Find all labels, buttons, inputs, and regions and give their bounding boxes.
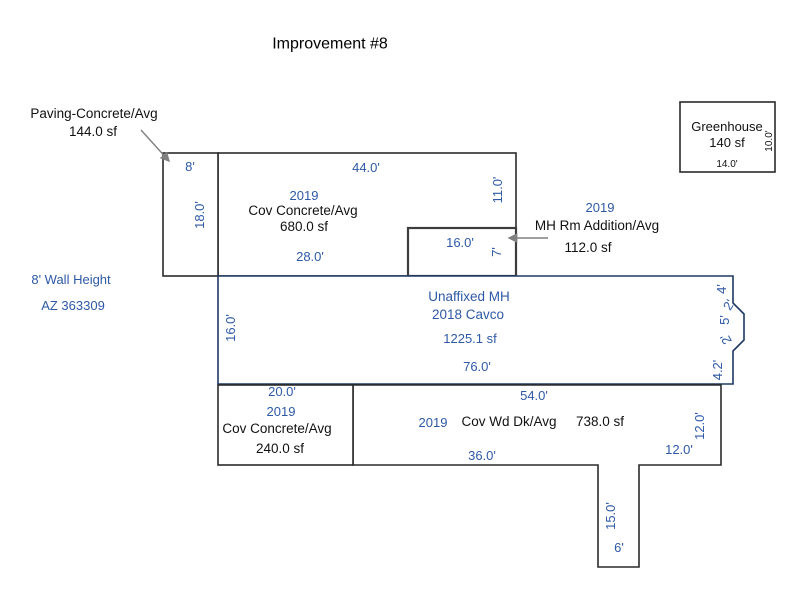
paving-left-dim: 18.0' [192,201,208,229]
mobile-home-area: 1225.1 sf [443,331,497,347]
greenhouse-right-dim: 10.0' [764,130,775,152]
cov-concrete-bottom-year: 2019 [266,404,296,420]
cov-concrete-bottom-outline [217,384,354,466]
mobile-home-right-top-dim: 4' [714,284,730,294]
greenhouse-area: 140 sf [709,135,745,151]
mh-addition-width-dim: 16.0' [446,235,474,251]
cov-concrete-top-top-dim: 44.0' [352,160,380,176]
wood-deck-name: Cov Wd Dk/Avg [461,413,557,429]
wood-deck-right-horizontal-dim: 12.0' [665,442,693,458]
page-title: Improvement #8 [272,35,388,53]
paving-callout-name: Paving-Concrete/Avg [30,105,158,121]
wood-deck-year: 2019 [418,415,448,431]
paving-outline [162,152,219,277]
mh-addition-area: 112.0 sf [564,239,612,255]
wood-deck-bottom-dim: 36.0' [468,448,496,464]
cov-concrete-bottom-top-dim: 20.0' [268,384,296,400]
wood-deck-stem-height-dim: 15.0' [603,502,619,530]
cov-concrete-top-right-dim: 11.0' [490,176,506,204]
mh-addition-year: 2019 [585,200,615,216]
cov-concrete-top-area: 680.0 sf [279,218,329,234]
mh-addition-height-dim: 7' [489,247,505,257]
cov-concrete-top-year: 2019 [289,188,319,204]
az-number-note: AZ 363309 [41,298,105,314]
cov-concrete-top-name: Cov Concrete/Avg [248,202,358,218]
mobile-home-bottom-dim: 76.0' [463,359,491,375]
greenhouse-bottom-dim: 14.0' [716,159,738,170]
mobile-home-bump-mid-dim: 5' [717,315,733,325]
mobile-home-left-dim: 16.0' [223,314,239,342]
mobile-home-right-bottom-dim: 4.2' [710,359,726,381]
cov-concrete-top-bottom-dim: 28.0' [296,249,324,265]
greenhouse-outline [679,101,776,173]
paving-leader-arrow-icon [140,129,170,163]
wood-deck-stem-width-dim: 6' [614,540,624,556]
wood-deck-outline [352,384,722,568]
mobile-home-model: 2018 Cavco [431,306,505,322]
wall-height-note: 8' Wall Height [31,272,111,288]
paving-top-dim: 8' [185,159,195,175]
greenhouse-name: Greenhouse [691,119,763,135]
cov-concrete-bottom-area: 240.0 sf [255,440,305,456]
mobile-home-name: Unaffixed MH [428,288,510,304]
wood-deck-area: 738.0 sf [575,413,625,429]
paving-callout-area: 144.0 sf [68,123,118,139]
mobile-home-outline [217,275,745,385]
wood-deck-right-vertical-dim: 12.0' [692,412,708,440]
cov-concrete-bottom-name: Cov Concrete/Avg [222,420,332,436]
mh-addition-name: MH Rm Addition/Avg [534,217,660,233]
wood-deck-top-dim: 54.0' [520,388,548,404]
